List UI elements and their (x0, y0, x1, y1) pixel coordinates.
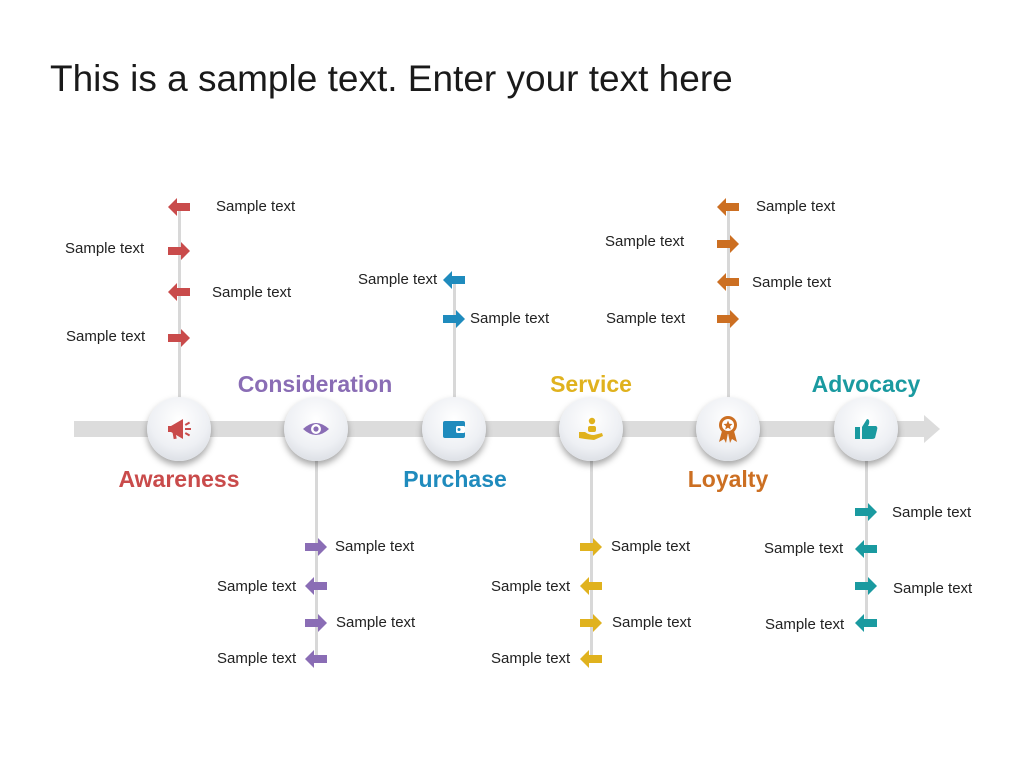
consideration-text-4: Sample text (217, 650, 297, 667)
advocacy-text-3: Sample text (893, 580, 973, 597)
arrow-right-icon (443, 310, 465, 328)
arrow-left-icon (580, 650, 602, 668)
purchase-text-1: Sample text (358, 271, 438, 288)
purchase-node (422, 397, 486, 461)
arrow-right-icon (580, 538, 602, 556)
awareness-text-4: Sample text (66, 328, 146, 345)
thumbs-up-icon (855, 419, 878, 439)
stage-label-purchase: Purchase (403, 466, 507, 492)
arrow-left-icon (717, 198, 739, 216)
arrow-left-icon (443, 271, 465, 289)
stage-label-advocacy: Advocacy (811, 371, 921, 397)
megaphone-icon (168, 419, 191, 440)
arrow-left-icon (305, 577, 327, 595)
arrow-right-icon (168, 242, 190, 260)
arrow-right-icon (855, 503, 877, 521)
loyalty-text-2: Sample text (605, 233, 685, 250)
stage-label-service: Service (550, 371, 632, 397)
slide-title: This is a sample text. Enter your text h… (50, 58, 733, 99)
awareness-connector (178, 205, 181, 400)
arrow-left-icon (855, 614, 877, 632)
consideration-connector (315, 460, 318, 660)
arrow-left-icon (305, 650, 327, 668)
consideration-text-3: Sample text (336, 614, 416, 631)
purchase-connector (453, 280, 456, 400)
stage-label-consideration: Consideration (237, 371, 393, 397)
arrow-left-icon (717, 273, 739, 291)
arrow-left-icon (855, 540, 877, 558)
service-text-1: Sample text (611, 538, 691, 555)
eye-icon (303, 423, 329, 435)
advocacy-text-1: Sample text (892, 504, 972, 521)
arrow-left-icon (580, 577, 602, 595)
service-connector (590, 460, 593, 660)
arrow-left-icon (168, 198, 190, 216)
awareness-text-3: Sample text (212, 284, 292, 301)
loyalty-text-1: Sample text (756, 198, 836, 215)
arrow-right-icon (305, 538, 327, 556)
loyalty-text-4: Sample text (606, 310, 686, 327)
loyalty-node (696, 397, 760, 461)
arrow-right-icon (717, 310, 739, 328)
loyalty-connector (727, 205, 730, 400)
advocacy-connector (865, 460, 868, 625)
consideration-text-1: Sample text (335, 538, 415, 555)
arrow-right-icon (168, 329, 190, 347)
arrow-right-icon (305, 614, 327, 632)
service-text-3: Sample text (612, 614, 692, 631)
advocacy-text-4: Sample text (765, 616, 845, 633)
arrow-right-icon (580, 614, 602, 632)
consideration-text-2: Sample text (217, 578, 297, 595)
award-ribbon-icon (719, 416, 737, 443)
service-node (559, 397, 623, 461)
advocacy-text-2: Sample text (764, 540, 844, 557)
arrow-right-icon (717, 235, 739, 253)
loyalty-text-3: Sample text (752, 274, 832, 291)
advocacy-node (834, 397, 898, 461)
stage-label-loyalty: Loyalty (687, 466, 769, 492)
timeline-arrowhead (924, 415, 940, 443)
arrow-right-icon (855, 577, 877, 595)
arrow-left-icon (168, 283, 190, 301)
wallet-icon (443, 421, 465, 438)
awareness-text-2: Sample text (65, 240, 145, 257)
service-text-4: Sample text (491, 650, 571, 667)
awareness-text-1: Sample text (216, 198, 296, 215)
purchase-text-2: Sample text (470, 310, 550, 327)
hand-service-icon (579, 417, 603, 440)
awareness-node (147, 397, 211, 461)
stage-label-awareness: Awareness (118, 466, 240, 492)
consideration-node (284, 397, 348, 461)
service-text-2: Sample text (491, 578, 571, 595)
